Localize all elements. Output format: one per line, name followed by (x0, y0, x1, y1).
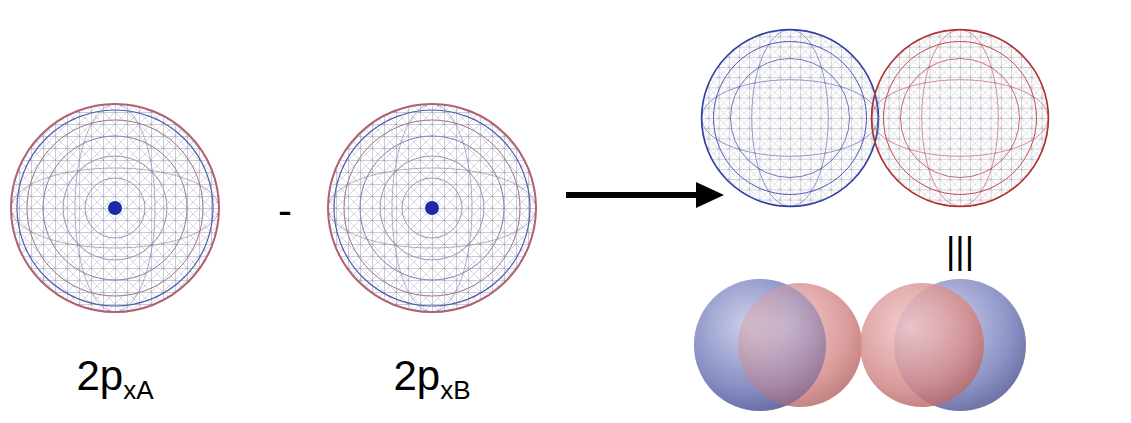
orbital-label: 2pxB (393, 355, 470, 403)
orbital-label: 2pxA (76, 355, 153, 403)
operator-sign: - (278, 190, 292, 232)
equivalence-sign: ||| (946, 233, 974, 269)
